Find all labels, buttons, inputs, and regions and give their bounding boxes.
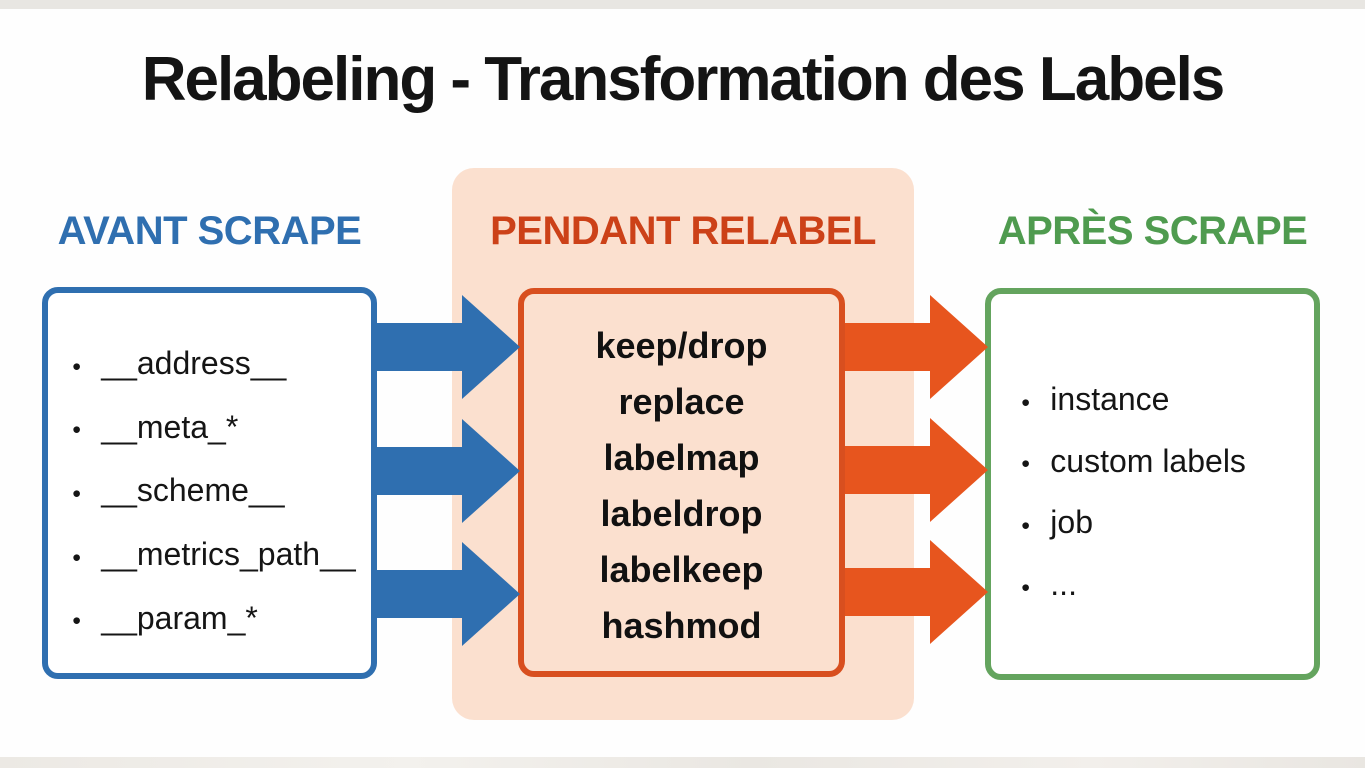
list-item: replace xyxy=(618,381,745,422)
bottom-edge-band xyxy=(0,757,1365,768)
list-item: job xyxy=(1021,493,1306,555)
relabel-actions-list: keep/drop replace labelmap labeldrop lab… xyxy=(524,294,839,654)
after-scrape-box: instance custom labels job ... xyxy=(985,288,1320,680)
top-edge-band xyxy=(0,0,1365,9)
list-item: ... xyxy=(1021,555,1306,617)
page-title: Relabeling - Transformation des Labels xyxy=(141,45,1226,114)
list-item: labelmap xyxy=(603,437,760,478)
list-item: __meta_* xyxy=(72,397,363,461)
column-header-avant-scrape: AVANT SCRAPE xyxy=(57,209,362,253)
list-item: __param_* xyxy=(72,588,363,652)
list-item: instance xyxy=(1021,370,1306,432)
list-item: custom labels xyxy=(1021,432,1306,494)
after-scrape-list: instance custom labels job ... xyxy=(991,294,1314,617)
list-item: labeldrop xyxy=(600,493,763,534)
before-scrape-list: __address__ __meta_* __scheme__ __metric… xyxy=(48,293,371,651)
relabel-actions-box: keep/drop replace labelmap labeldrop lab… xyxy=(518,288,845,677)
list-item: labelkeep xyxy=(599,549,764,590)
list-item: __metrics_path__ xyxy=(72,524,363,588)
column-header-apres-scrape: APRÈS SCRAPE xyxy=(997,209,1308,253)
before-scrape-box: __address__ __meta_* __scheme__ __metric… xyxy=(42,287,377,679)
list-item: hashmod xyxy=(601,605,762,646)
list-item: __address__ xyxy=(72,333,363,397)
relabel-stage-panel xyxy=(452,168,914,720)
column-header-pendant-relabel: PENDANT RELABEL xyxy=(490,209,876,253)
list-item: __scheme__ xyxy=(72,460,363,524)
list-item: keep/drop xyxy=(595,325,768,366)
